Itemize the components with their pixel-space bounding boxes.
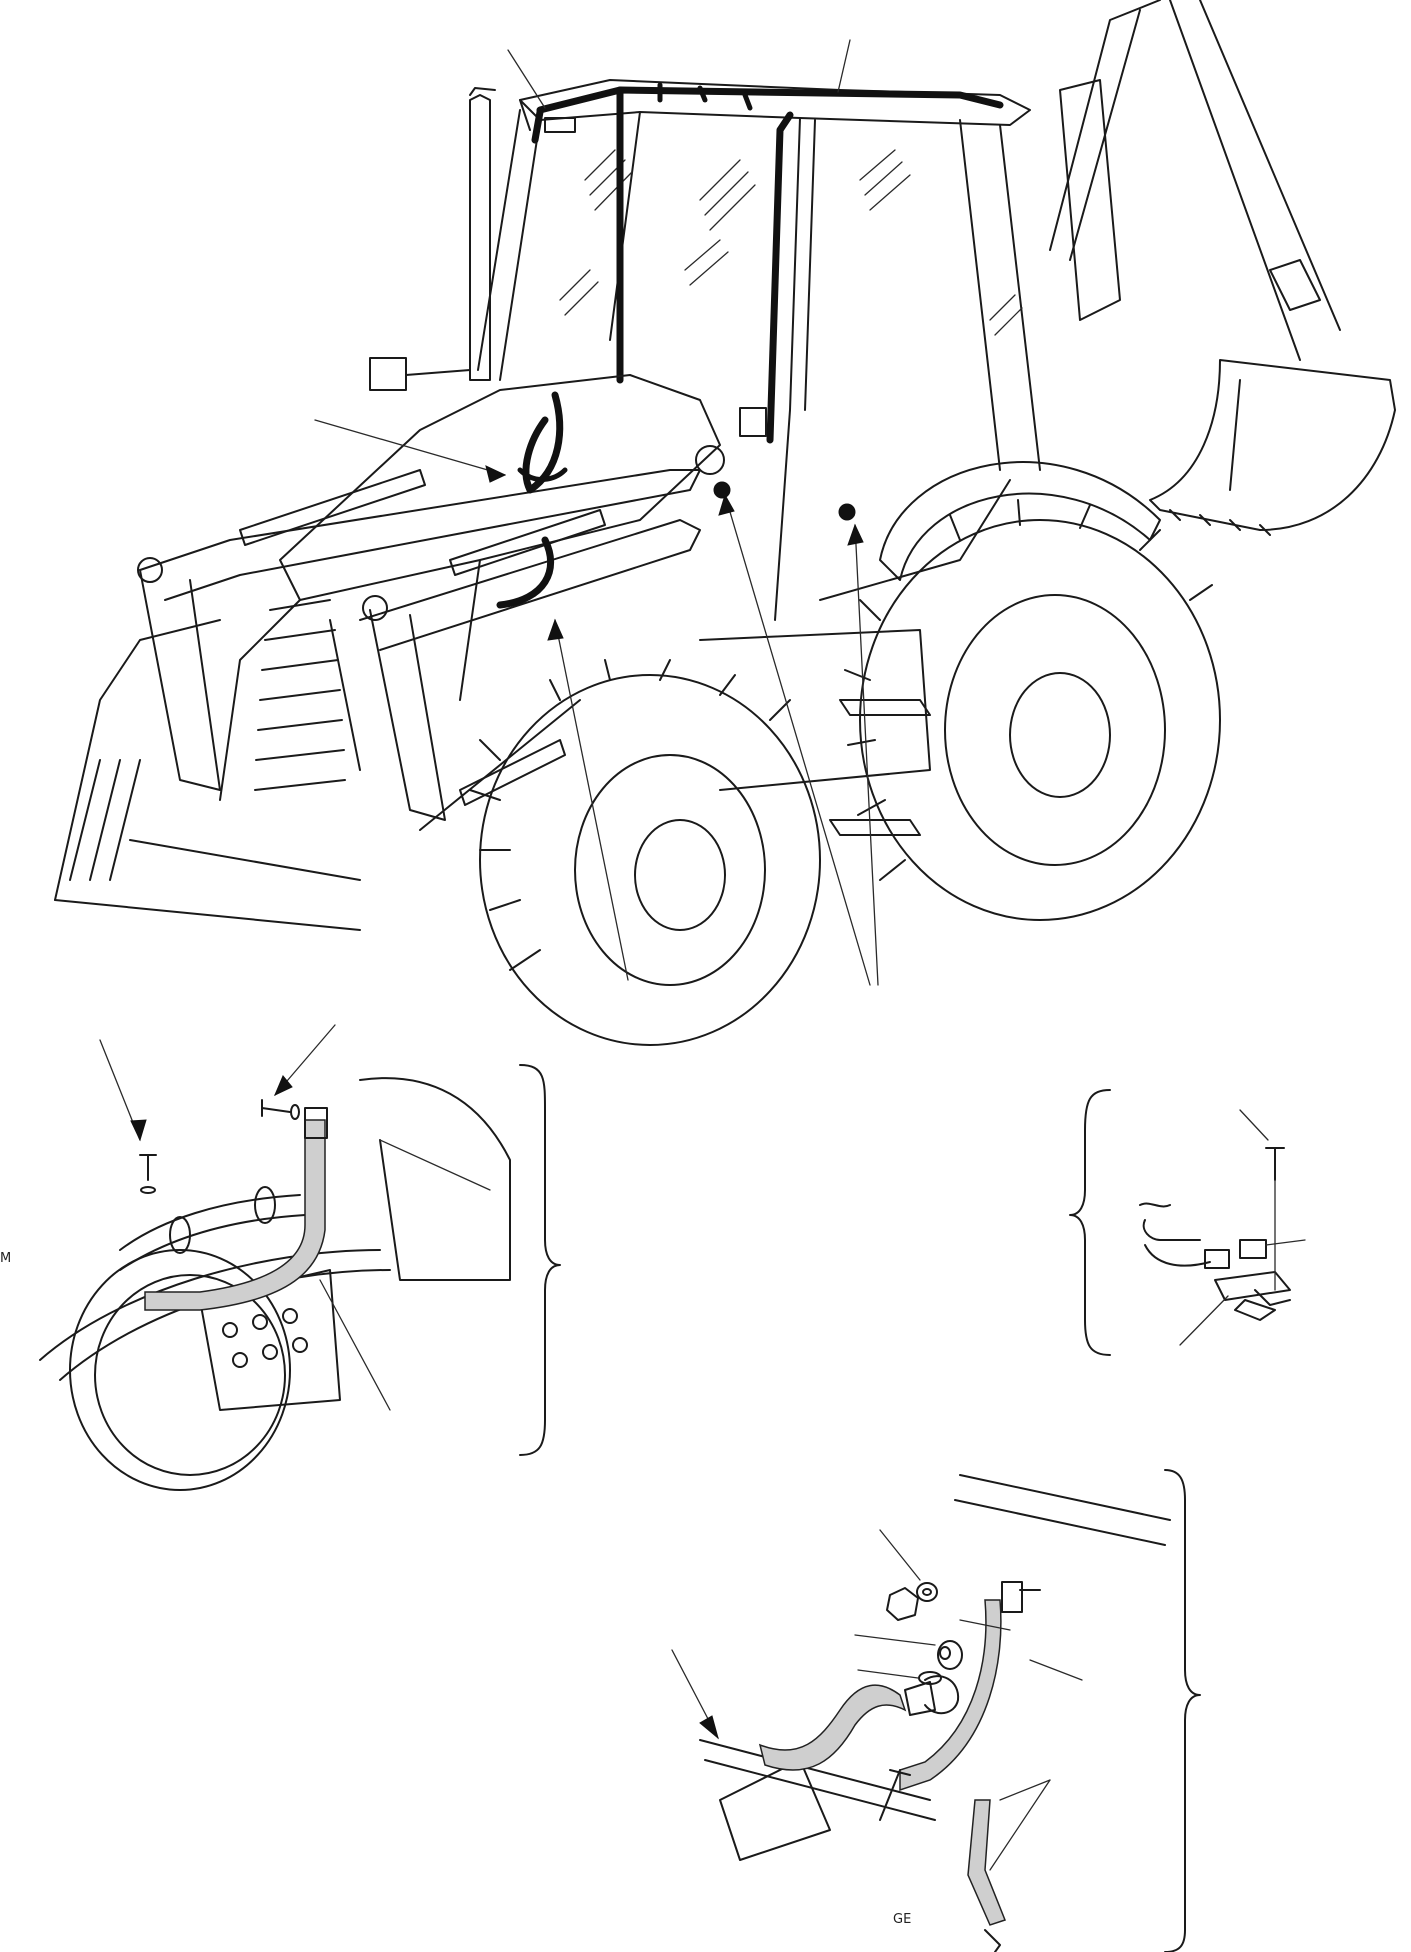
detail-view-left: M (0, 1024, 561, 1491)
cab-roof (519, 79, 1031, 131)
cab-lamp-left (544, 117, 576, 133)
connector-plug (1239, 1239, 1267, 1259)
connector-plug (904, 1675, 960, 1716)
loader-arms (137, 445, 725, 831)
detail-bracket (519, 1064, 561, 1456)
arrow-head (718, 493, 735, 516)
cab-frame (477, 109, 1041, 621)
detail-bracket (1164, 1469, 1201, 1952)
arrow-head (699, 1715, 719, 1740)
detail-bracket (1069, 1089, 1111, 1356)
nut (937, 1640, 963, 1670)
rear-fender (879, 461, 1161, 581)
arrow-head (130, 1119, 147, 1142)
ground-point-marker (838, 503, 856, 521)
cab-steps (699, 629, 931, 836)
mounting-bracket (1001, 1581, 1023, 1613)
mounting-bracket (304, 1107, 328, 1139)
cable-tie (984, 1929, 1001, 1952)
arrow-head (847, 523, 864, 546)
corrugated-hose (758, 1684, 907, 1771)
backhoe-loader-main-view (54, 0, 1396, 1046)
harness-sleeve (899, 1599, 1002, 1792)
detail-view-bottom: GE (671, 1469, 1201, 1952)
washer (918, 1671, 942, 1685)
cab-wiring-harness (531, 82, 1004, 444)
arrow-head (274, 1075, 293, 1097)
arrow-head (547, 618, 564, 641)
detail-view-right (1069, 1089, 1306, 1356)
screw (1265, 1147, 1285, 1291)
hood-harness-arcs (496, 391, 568, 609)
part-label-fragment: GE (893, 1912, 911, 1927)
cab-switch-panel (739, 407, 767, 437)
washer (916, 1582, 938, 1602)
connector-plug (1204, 1249, 1230, 1269)
backhoe-bucket (1149, 359, 1396, 536)
screw (261, 1099, 300, 1120)
harness-sleeve (967, 1799, 1006, 1926)
nut (886, 1587, 919, 1621)
windshield-hatching (559, 149, 1023, 336)
exhaust-stack (469, 87, 496, 381)
lift-cylinders (239, 469, 606, 806)
loader-bucket (54, 619, 361, 931)
mounting-bracket (1214, 1271, 1291, 1301)
backhoe-boom (1049, 0, 1341, 361)
screw (879, 1769, 911, 1821)
engine-hood (219, 374, 721, 801)
side-mirror (369, 357, 471, 391)
arrow-head (485, 465, 507, 483)
front-wheel (469, 659, 821, 1046)
radiator-grille (254, 599, 346, 791)
screw (139, 1154, 157, 1194)
main-view-leader-lines (314, 39, 879, 986)
edge-label-fragment: M (0, 1251, 11, 1266)
ground-point-marker (713, 481, 731, 499)
rear-wheel (844, 499, 1221, 921)
